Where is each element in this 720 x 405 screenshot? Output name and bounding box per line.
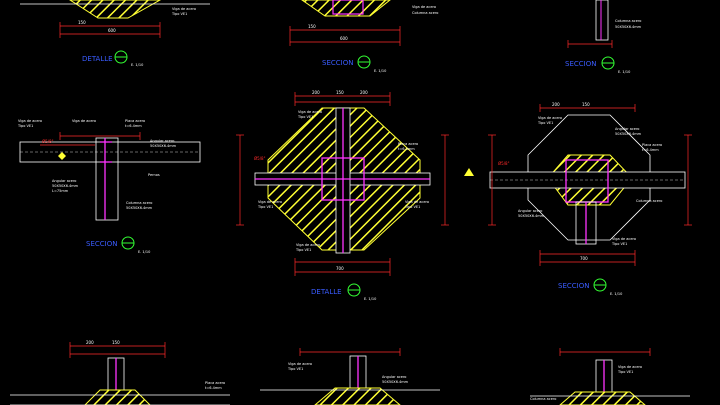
title-label: DETALLE: [82, 55, 113, 63]
scale-text: E. 1/10: [131, 63, 143, 67]
note-text: Pernos: [148, 173, 160, 177]
note-text: Viga de acero: [288, 362, 312, 366]
level-marker-icon: [58, 152, 66, 160]
scale-text: E. 1/10: [610, 292, 622, 296]
note-text: Placa acero: [125, 119, 145, 123]
note-text: 50X50X6.4mm: [518, 214, 545, 218]
note-text: Placa acero: [642, 143, 662, 147]
dim-text: 700: [336, 266, 344, 271]
scale-text: E. 1/10: [374, 69, 386, 73]
note-text: Columna acero: [615, 19, 641, 23]
dim-text: 150: [336, 90, 344, 95]
title-label: SECCION: [565, 60, 596, 68]
note-text: Tipo VE1: [171, 12, 187, 16]
note-text: Viga de acero: [405, 200, 429, 204]
note-text: 50X50X6.4mm: [126, 206, 153, 210]
dim-text: 700: [580, 256, 588, 261]
note-text: Viga de acero: [612, 237, 636, 241]
dim-text: 150: [308, 24, 316, 29]
note-text: Placa acero: [398, 142, 418, 146]
dim-text: 200: [360, 90, 368, 95]
note-text: 50X50X6.4mm: [150, 144, 177, 148]
note-text: t=6.4mm: [642, 148, 659, 152]
note-text: Viga de acero: [72, 119, 96, 123]
note-text: Viga de acero: [412, 5, 436, 9]
rebar-text: Ø5/8": [498, 161, 510, 166]
dim-text: 150: [78, 20, 86, 25]
note-text: Viga de acero: [298, 110, 322, 114]
note-text: Columna acero: [412, 11, 438, 15]
note-text: Tipo VE1: [295, 248, 311, 252]
note-text: Tipo VE1: [287, 367, 303, 371]
note-text: Angular acero: [518, 209, 542, 213]
title-label: DETALLE: [311, 288, 342, 296]
note-text: Viga de acero: [618, 365, 642, 369]
note-text: Angular acero: [150, 139, 174, 143]
note-text: Tipo VE1: [537, 121, 553, 125]
dim-text: 600: [340, 36, 348, 41]
note-text: Angular acero: [52, 179, 76, 183]
detail-bottom-center: Viga de acero Tipo VE1 Angular acero 50X…: [260, 348, 440, 405]
note-text: Columna acero: [530, 397, 556, 401]
note-text: Tipo VE1: [404, 205, 420, 209]
note-text: 50X50X6.4mm: [615, 25, 642, 29]
scale-text: E. 1/10: [618, 70, 630, 74]
section-bottom-right: Viga de acero Tipo VE1 Columna acero: [530, 348, 690, 405]
title-label: SECCION: [322, 59, 353, 67]
note-text: t=6.4mm: [398, 147, 415, 151]
note-text: Tipo VE1: [617, 370, 633, 374]
dim-text: 150: [582, 102, 590, 107]
note-text: Viga de acero: [258, 200, 282, 204]
scale-text: E. 1/10: [138, 250, 150, 254]
dim-text: 200: [86, 340, 94, 345]
rebar-text: Ø5/8": [42, 139, 54, 144]
section-middle-left: Ø5/8" Viga de acero Tipo VE1 Viga de ace…: [17, 119, 201, 254]
note-text: 50X50X6.4mm: [52, 184, 79, 188]
dim-text: 200: [312, 90, 320, 95]
rebar-text: Ø5/8": [254, 156, 266, 161]
dim-text: 600: [108, 28, 116, 33]
dim-text: 150: [112, 340, 120, 345]
note-text: Viga de acero: [296, 243, 320, 247]
detail-bottom-left: 200 150 Placa acero t=6.4mm: [10, 340, 230, 405]
section-middle-right: 200 150 700 Ø5/8" Viga de acero Tipo VE1…: [464, 102, 692, 296]
scale-text: E. 1/10: [364, 297, 376, 301]
note-text: 50X50X6.4mm: [615, 132, 642, 136]
note-text: Placa acero: [205, 381, 225, 385]
detail-top-left: 150 600 Viga de acero Tipo VE1 DETALLE E…: [20, 0, 210, 67]
title-label: SECCION: [558, 282, 589, 290]
section-top-right: Columna acero 50X50X6.4mm SECCION E. 1/1…: [565, 0, 642, 74]
dim-text: 200: [552, 102, 560, 107]
note-text: Tipo VE1: [611, 242, 627, 246]
note-text: Viga de acero: [538, 116, 562, 120]
level-marker-icon: [464, 168, 474, 176]
title-label: SECCION: [86, 240, 117, 248]
note-text: Tipo VE1: [257, 205, 273, 209]
note-text: Tipo VE1: [297, 115, 313, 119]
note-text: Angular acero: [382, 375, 406, 379]
note-text: L=75mm: [52, 189, 69, 193]
note-text: Columna acero: [126, 201, 152, 205]
note-text: Columna acero: [636, 199, 662, 203]
note-text: 50X50X6.4mm: [382, 380, 409, 384]
note-text: Tipo VE1: [17, 124, 33, 128]
note-text: t=6.4mm: [125, 124, 142, 128]
note-text: t=6.4mm: [205, 386, 222, 390]
detail-center: 200 150 200 700 Ø5/8" Viga de acero Tipo…: [236, 90, 449, 301]
note-text: Angular acero: [615, 127, 639, 131]
note-text: Viga de acero: [18, 119, 42, 123]
section-top-middle: 150 600 Viga de acero Columna acero SECC…: [289, 0, 438, 73]
note-text: Viga de acero: [172, 7, 196, 11]
